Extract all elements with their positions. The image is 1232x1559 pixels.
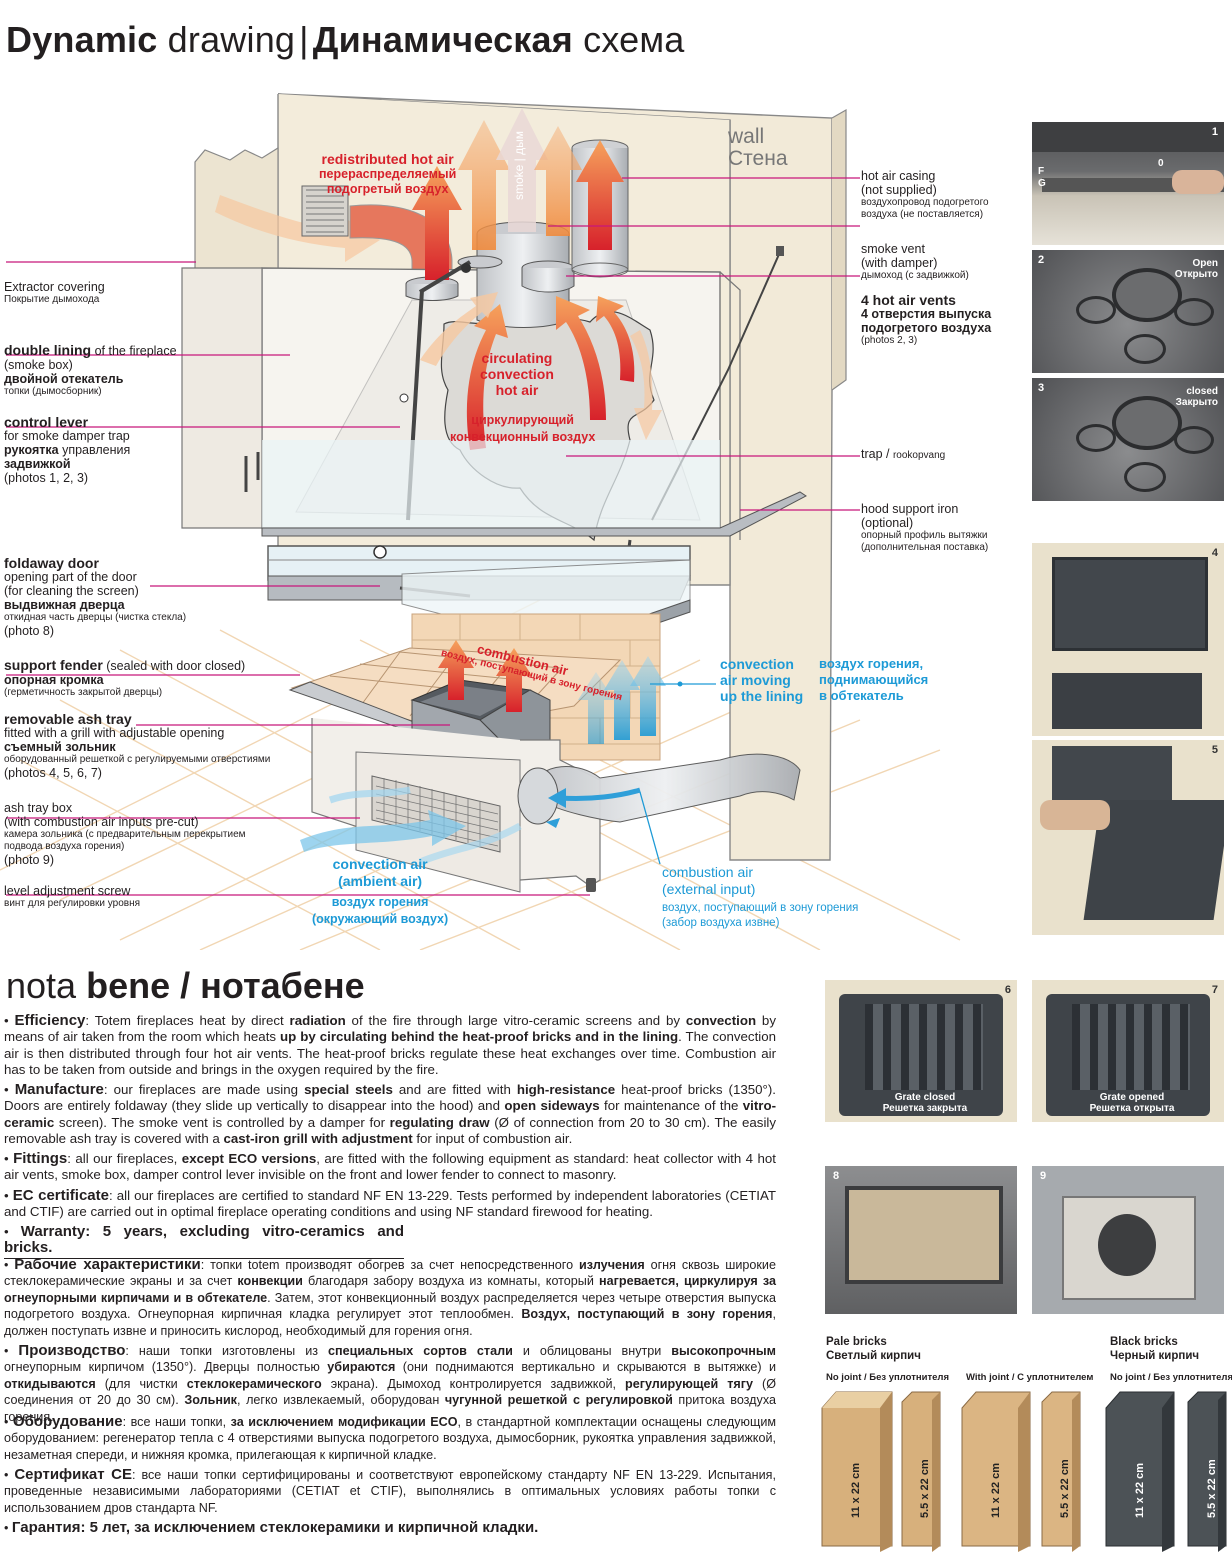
control-lever-label: control lever for smoke damper trap руко… — [4, 414, 131, 485]
brick-joint-big — [961, 1391, 1031, 1552]
brick-black-small — [1187, 1391, 1227, 1552]
redistributed-label: redistributed hot air перераспределяемый… — [319, 151, 457, 197]
circulating-ru-label: циркулирующий конвекционный воздух — [450, 413, 596, 444]
level-screw-label: level adjustment screw винт для регулиро… — [4, 884, 141, 909]
efficiency-paragraph: • Efficiency: Totem fireplaces heat by d… — [4, 1012, 777, 1078]
pale-bricks-title: Pale bricks Светлый кирпич — [826, 1336, 921, 1362]
fireplace-diagram — [0, 93, 961, 950]
brick-pale-small — [901, 1391, 941, 1552]
ru-efficiency-paragraph: • Рабочие характеристики: топки totem пр… — [4, 1256, 776, 1338]
trap-label: trap / rookopvang — [861, 447, 946, 461]
bricks-illustration — [821, 1391, 1227, 1552]
brick-black-big — [1105, 1391, 1175, 1552]
brick-size-pale-small: 5.5 x 22 cm — [919, 1459, 931, 1518]
wall-label: wall Стена — [728, 125, 788, 170]
withjoint-label: With joint / С уплотнителем — [966, 1372, 1094, 1383]
ash-tray-label: removable ash tray fitted with a grill w… — [4, 711, 271, 780]
fittings-paragraph: • Fittings: all our fireplaces, except E… — [4, 1150, 776, 1183]
black-bricks-title: Black bricks Черный кирпич — [1110, 1336, 1200, 1362]
circulating-label: circulating convection hot air — [480, 350, 554, 398]
brick-size-joint-big: 11 x 22 cm — [990, 1462, 1002, 1518]
warranty-paragraph: • Warranty: 5 years, excluding vitro-cer… — [4, 1223, 404, 1259]
brick-size-black-big: 11 x 22 cm — [1134, 1462, 1146, 1518]
hot-air-casing-label: hot air casing (not supplied) воздухопро… — [861, 169, 989, 220]
convection-ambient-label: convection air (ambient air) воздух горе… — [312, 856, 449, 926]
ru-warranty-paragraph: • Гарантия: 5 лет, за исключением стекло… — [4, 1519, 539, 1536]
ru-manufacture-paragraph: • Производство: наши топки изготовлены и… — [4, 1342, 776, 1424]
photo-9: 9 — [1032, 1166, 1224, 1314]
nota-bene-heading: nota bene / нотабене — [6, 965, 365, 1006]
smoke-label: smoke | дым — [512, 130, 526, 200]
page-title: Dynamic drawing|Динамическая схема — [6, 19, 685, 60]
ash-tray-box-label: ash tray box (with combustion air inputs… — [4, 801, 246, 867]
leader-lines — [6, 177, 860, 896]
photo-1: 1 F G 0 — [1032, 122, 1224, 245]
nojoint-label-pale: No joint / Без уплотнителя — [826, 1372, 949, 1383]
ru-certificate-paragraph: • Сертификат CE: все наши топки сертифиц… — [4, 1466, 776, 1515]
support-fender-label: support fender (sealed with door closed)… — [4, 657, 246, 698]
photo-5: 5 — [1032, 740, 1224, 935]
hot-air-vents-label: 4 hot air vents 4 отверстия выпуска подо… — [861, 292, 992, 346]
brick-size-black-small: 5.5 x 22 cm — [1206, 1459, 1218, 1518]
ru-fittings-paragraph: • Оборудование: все наши топки, за исклю… — [4, 1413, 777, 1462]
brick-pale-big — [821, 1391, 893, 1552]
manufacture-paragraph: • Manufacture: our fireplaces are made u… — [4, 1081, 777, 1147]
smoke-vent-label: smoke vent (with damper) дымоход (с задв… — [861, 242, 969, 281]
brick-size-joint-small: 5.5 x 22 cm — [1059, 1459, 1071, 1518]
convection-lining-ru-label: воздух горения, поднимающийся в обтекате… — [819, 656, 929, 703]
double-lining-label: double lining of the fireplace (smoke bo… — [4, 342, 177, 397]
nojoint-label-black: No joint / Без уплотнителя — [1110, 1372, 1232, 1383]
photo-4: 4 — [1032, 543, 1224, 736]
hood-support-label: hood support iron (optional) опорный про… — [861, 502, 989, 553]
brick-size-pale-big: 11 x 22 cm — [850, 1463, 862, 1518]
convection-lining-label: convection air moving up the lining — [720, 656, 804, 704]
brick-joint-small — [1041, 1391, 1081, 1552]
foldaway-door-label: foldaway door opening part of the door (… — [4, 555, 187, 638]
ec-certificate-paragraph: • EC certificate: all our fireplaces are… — [4, 1187, 777, 1220]
combustion-external-label: combustion air (external input) воздух, … — [662, 864, 859, 929]
extractor-label: Extractor covering Покрытие дымохода — [4, 280, 105, 305]
photo-8: 8 — [825, 1166, 1017, 1314]
